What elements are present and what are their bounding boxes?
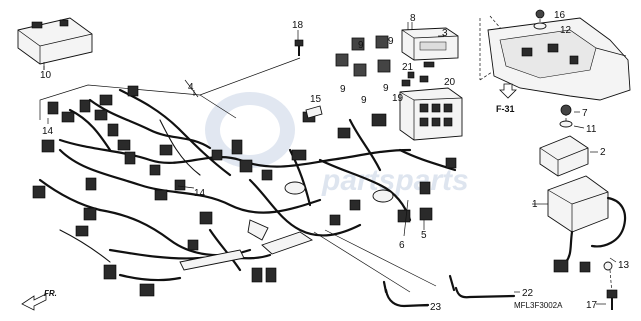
main-harness [38, 88, 457, 282]
callout-4: 4 [188, 82, 194, 93]
callout-14b: 14 [194, 188, 206, 199]
callout-3: 3 [442, 28, 448, 39]
fuse-block [399, 87, 463, 141]
part-10-module [17, 17, 93, 70]
callout-11: 11 [586, 124, 597, 135]
callout-16: 16 [554, 10, 566, 21]
callout-9c: 9 [340, 84, 346, 95]
callout-15: 15 [310, 94, 322, 105]
callout-leaders [43, 22, 617, 307]
callout-18: 18 [292, 20, 304, 31]
callout-7: 7 [582, 108, 588, 119]
callout-23: 23 [430, 302, 442, 313]
callout-2: 2 [600, 147, 606, 158]
callout-20: 20 [444, 77, 456, 88]
callout-9e: 9 [383, 83, 389, 94]
callout-13: 13 [618, 260, 630, 271]
reference-f31: F-31 [496, 83, 517, 114]
callout-17: 17 [586, 300, 598, 311]
small-fuses [401, 61, 435, 87]
fasteners [533, 9, 618, 310]
front-marker: FR. [21, 289, 57, 311]
part-15-clip [305, 105, 323, 119]
part-23-band [382, 280, 430, 308]
callout-21: 21 [402, 62, 414, 73]
part-8-relay-box [401, 27, 459, 61]
callout-10: 10 [40, 70, 52, 81]
callout-6: 6 [399, 240, 405, 251]
callout-14a: 14 [42, 126, 54, 137]
callout-9a: 9 [358, 40, 364, 51]
callout-12: 12 [560, 25, 572, 36]
callout-9b: 9 [388, 36, 394, 47]
drawing-code: MFL3F3002A [514, 301, 563, 310]
part-1-unit [547, 175, 627, 273]
watermark-text: partsparts [321, 164, 469, 197]
part-4-bracket-outline [39, 57, 301, 120]
relays [335, 35, 391, 77]
callout-19: 19 [392, 93, 404, 104]
part-18-bolt [294, 39, 304, 56]
callout-9d: 9 [361, 95, 367, 106]
callout-numbers: 1 2 3 4 5 6 7 8 9 9 9 9 9 10 11 12 13 14… [40, 10, 630, 313]
part-22-band [448, 274, 516, 299]
callout-1: 1 [532, 199, 538, 210]
part-2-module [539, 135, 589, 177]
callout-22: 22 [522, 288, 534, 299]
front-marker-text: FR. [44, 289, 57, 298]
callout-8: 8 [410, 13, 416, 24]
callout-5: 5 [421, 230, 427, 241]
reference-label: F-31 [496, 104, 515, 114]
seat-bracket [487, 17, 631, 101]
connectors [32, 85, 457, 297]
